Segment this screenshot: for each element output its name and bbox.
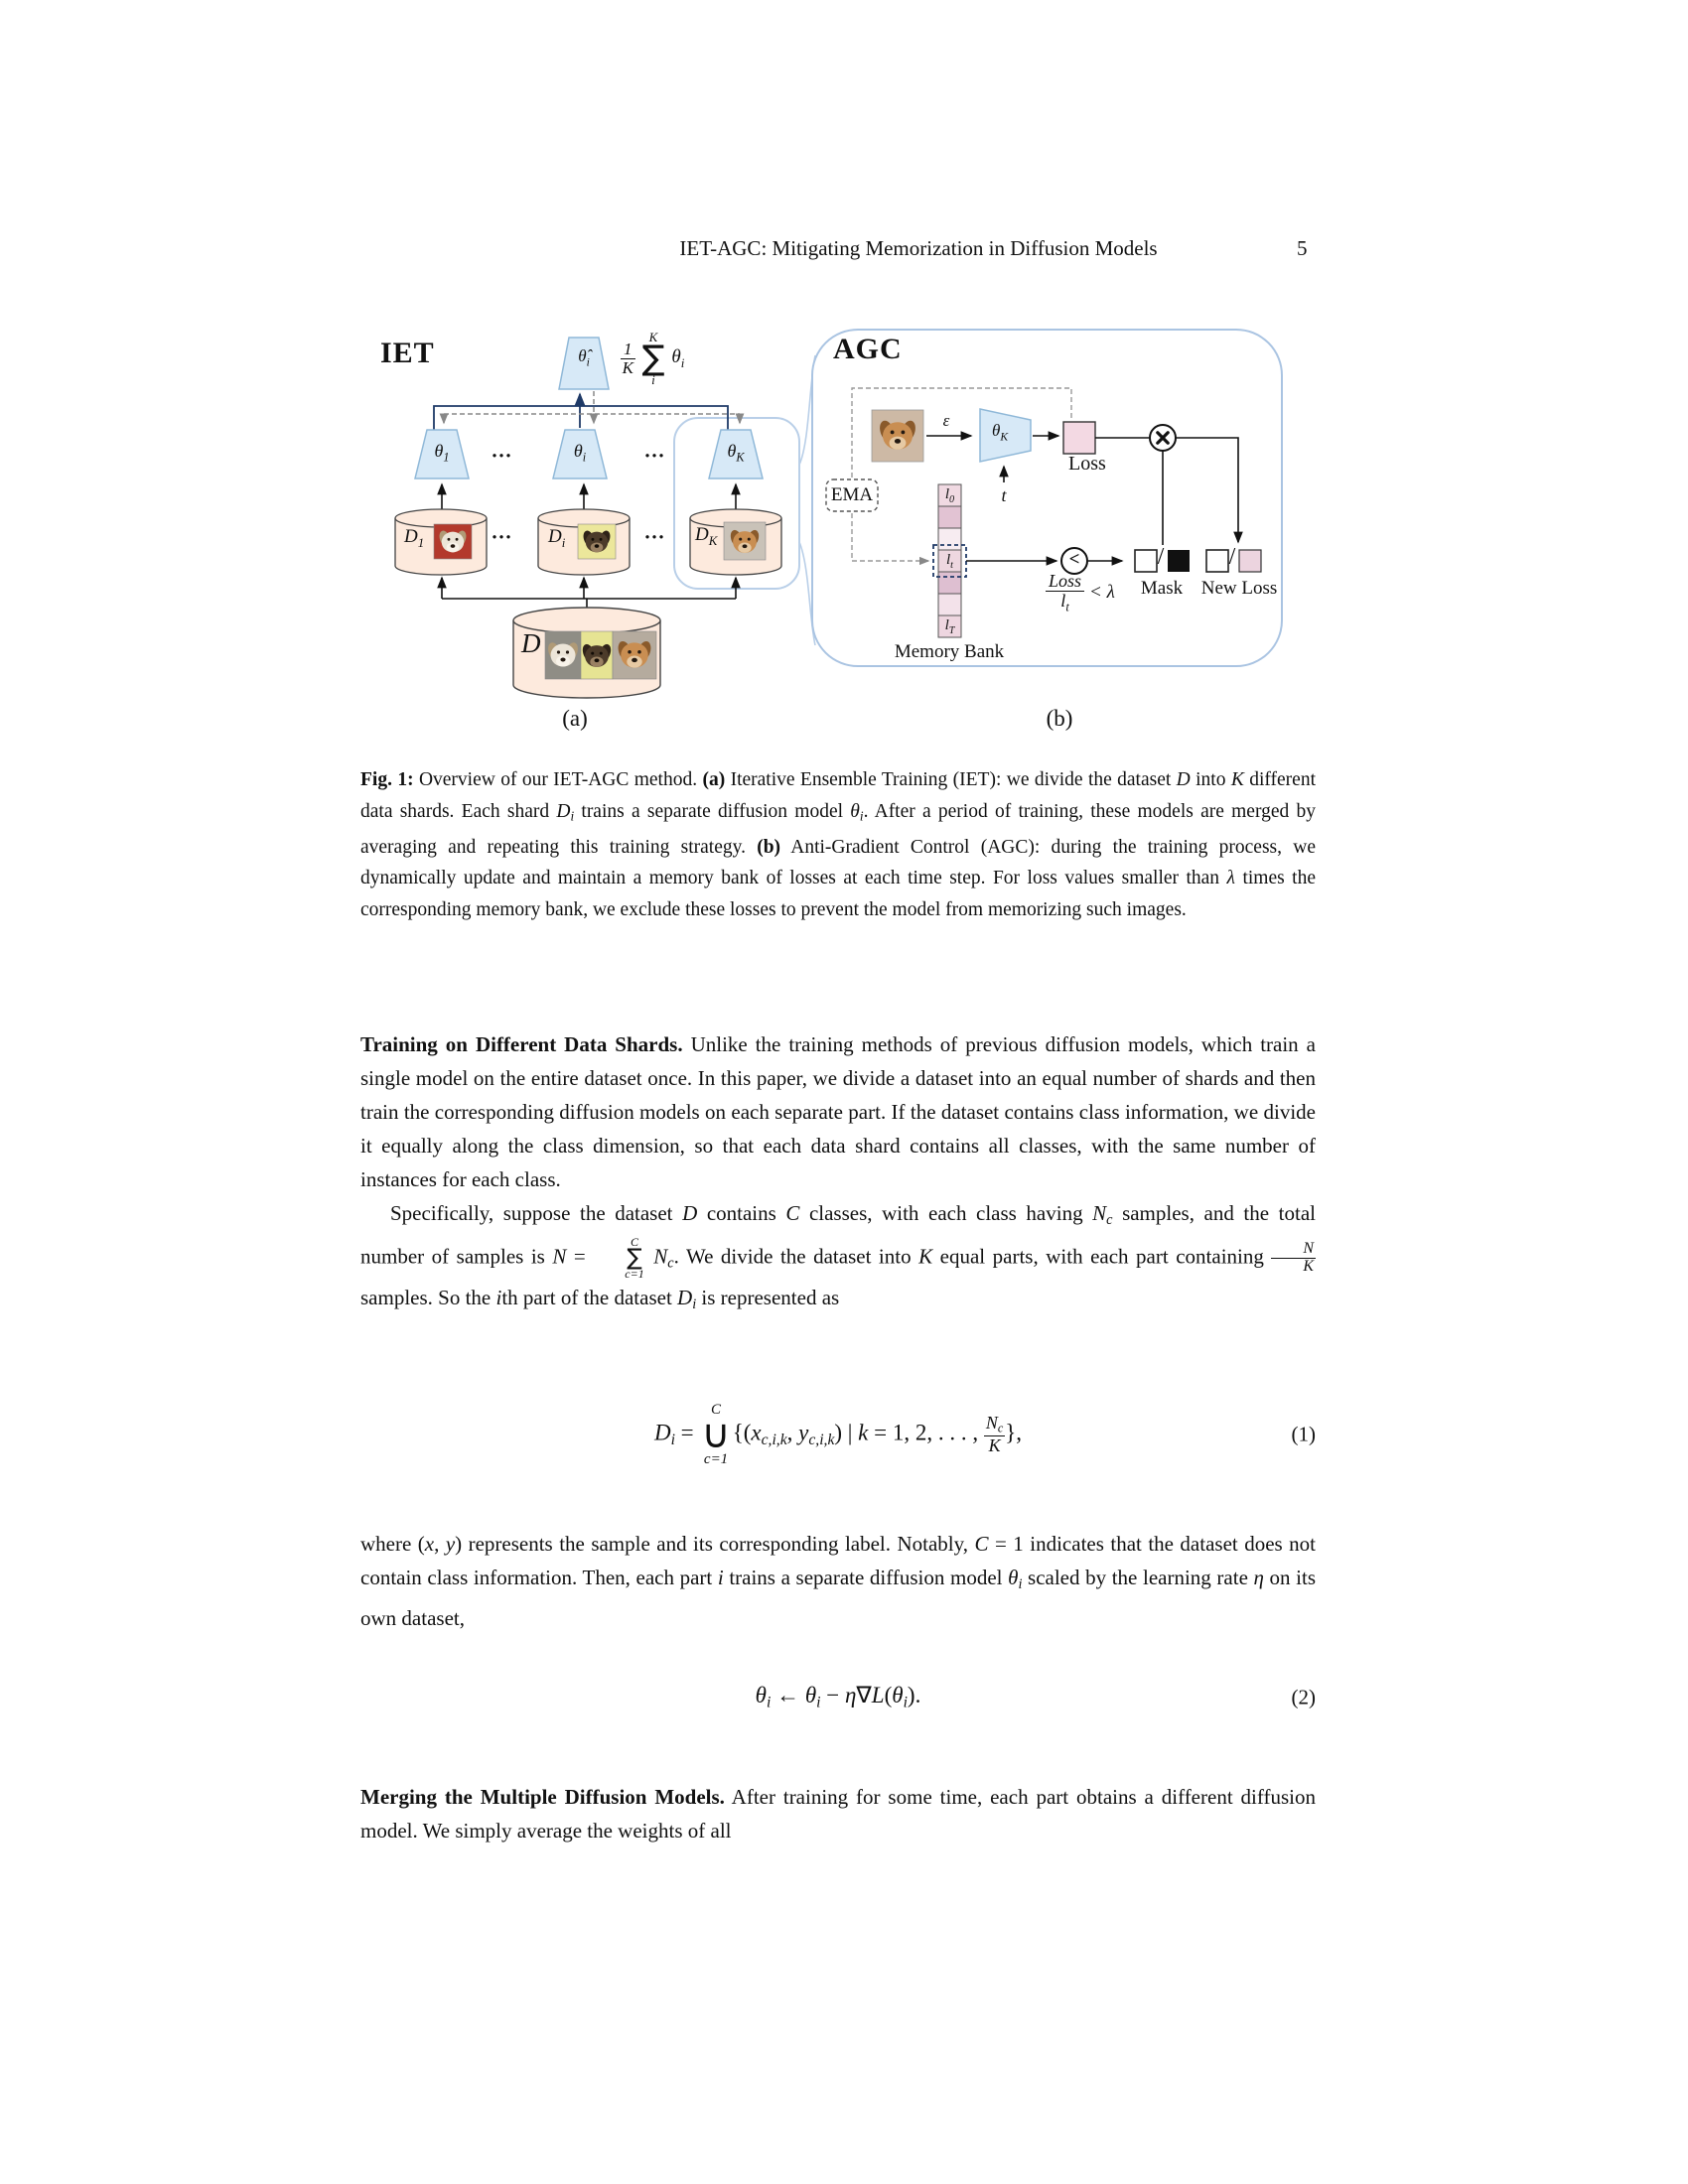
timestep-label: t <box>1001 485 1007 505</box>
panel-b-label: (b) <box>1046 706 1073 731</box>
equation-2-number: (2) <box>1291 1685 1317 1709</box>
iet-diagram <box>394 337 816 699</box>
equation-1-content: Di = C∪c=1{(xc,i,k, yc,i,k) | k = 1, 2, … <box>653 1401 1023 1467</box>
dataset-label: D <box>521 628 541 658</box>
shard-i-label: Di <box>548 526 566 550</box>
avg-model-trapezoid <box>558 337 610 390</box>
agc-model-label: θK <box>991 421 1009 444</box>
compare-icon <box>1060 547 1088 575</box>
mask-squares <box>1134 549 1190 573</box>
model-1-trapezoid <box>414 429 470 479</box>
memory-cell-lT-label: lT <box>944 617 955 636</box>
paragraph-specifically: Specifically, suppose the dataset D cont… <box>360 1201 1317 1312</box>
shard-1-label: D1 <box>404 526 425 550</box>
memory-bank <box>937 483 962 638</box>
agc-model-trapezoid <box>979 408 1032 463</box>
memory-cell-lt-label: lt <box>945 552 953 571</box>
input-image <box>871 409 924 463</box>
memory-bank-label: Memory Bank <box>894 641 1005 662</box>
merge-lines <box>433 392 729 430</box>
dataset-cylinder <box>512 607 661 699</box>
equation-2-content: θi ← θi − η∇L(θi). <box>755 1683 921 1711</box>
model-1-label: θ1 <box>434 441 450 465</box>
iet-title: IET <box>380 337 435 369</box>
models-ellipsis-2: ··· <box>643 444 665 468</box>
model-k-label: θK <box>727 441 745 465</box>
ema-dashed-paths <box>851 387 1072 566</box>
shards-ellipsis-1: ··· <box>491 525 512 549</box>
page-number: 5 <box>1297 236 1308 260</box>
avg-model-label: θ̂i <box>578 346 590 369</box>
panel-a-label: (a) <box>562 706 588 731</box>
mask-label: Mask <box>1140 578 1184 599</box>
multiply-icon <box>1149 424 1177 452</box>
model-i-label: θi <box>573 441 587 465</box>
new-loss-label: New Loss <box>1200 578 1278 599</box>
ema-box <box>825 478 879 512</box>
paragraph-where: where (x, y) represents the sample and i… <box>360 1532 1317 1630</box>
shards-ellipsis-2: ··· <box>643 525 665 549</box>
new-loss-squares <box>1205 549 1262 573</box>
body-block-1: Training on Different Data Shards. Unlik… <box>360 1027 1317 1321</box>
agc-diagram <box>811 329 1283 667</box>
mask-slash: / <box>1157 544 1165 570</box>
figure-diagram <box>394 329 1283 699</box>
new-loss-slash: / <box>1228 544 1236 570</box>
agc-panel-border <box>811 329 1283 667</box>
loss-box <box>1062 421 1096 455</box>
shard-k-label: DK <box>695 524 718 548</box>
average-formula: 1 K K ∑ i θi <box>621 330 685 387</box>
ema-label: EMA <box>830 484 874 505</box>
memory-cell-l0-label: l0 <box>944 486 955 505</box>
paragraph-training-shards: Training on Different Data Shards. Unlik… <box>360 1032 1316 1191</box>
new-loss-route <box>1176 437 1243 544</box>
zoom-connector-bottom <box>798 541 816 646</box>
shard-cylinders <box>394 508 782 576</box>
body-block-3: Merging the Multiple Diffusion Models. A… <box>360 1780 1316 1847</box>
redistribute-lines <box>439 391 745 425</box>
figure-caption: Fig. 1: Overview of our IET-AGC method. … <box>360 769 1317 920</box>
paragraph-merging: Merging the Multiple Diffusion Models. A… <box>360 1785 1316 1843</box>
epsilon-label: ε <box>942 411 950 430</box>
equation-1: Di = C∪c=1{(xc,i,k, yc,i,k) | k = 1, 2, … <box>360 1375 1316 1494</box>
loss-label: Loss <box>1068 453 1106 475</box>
equation-1-number: (1) <box>1291 1422 1317 1446</box>
body-block-2: where (x, y) represents the sample and i… <box>360 1527 1316 1635</box>
agc-title: AGC <box>833 333 903 365</box>
equation-2: θi ← θi − η∇L(θi). (2) <box>360 1668 1316 1727</box>
model-k-trapezoid <box>708 429 764 479</box>
models-ellipsis-1: ··· <box>491 444 512 468</box>
model-i-trapezoid <box>552 429 608 479</box>
figure-1: IET θ̂i 1 K K ∑ i θi θ1 θi θK ··· ··· <box>360 316 1316 745</box>
less-than-icon: < <box>1068 549 1080 570</box>
running-header-title: IET-AGC: Mitigating Memorization in Diff… <box>679 236 1158 260</box>
threshold-condition: Loss lt < λ <box>1046 572 1115 614</box>
